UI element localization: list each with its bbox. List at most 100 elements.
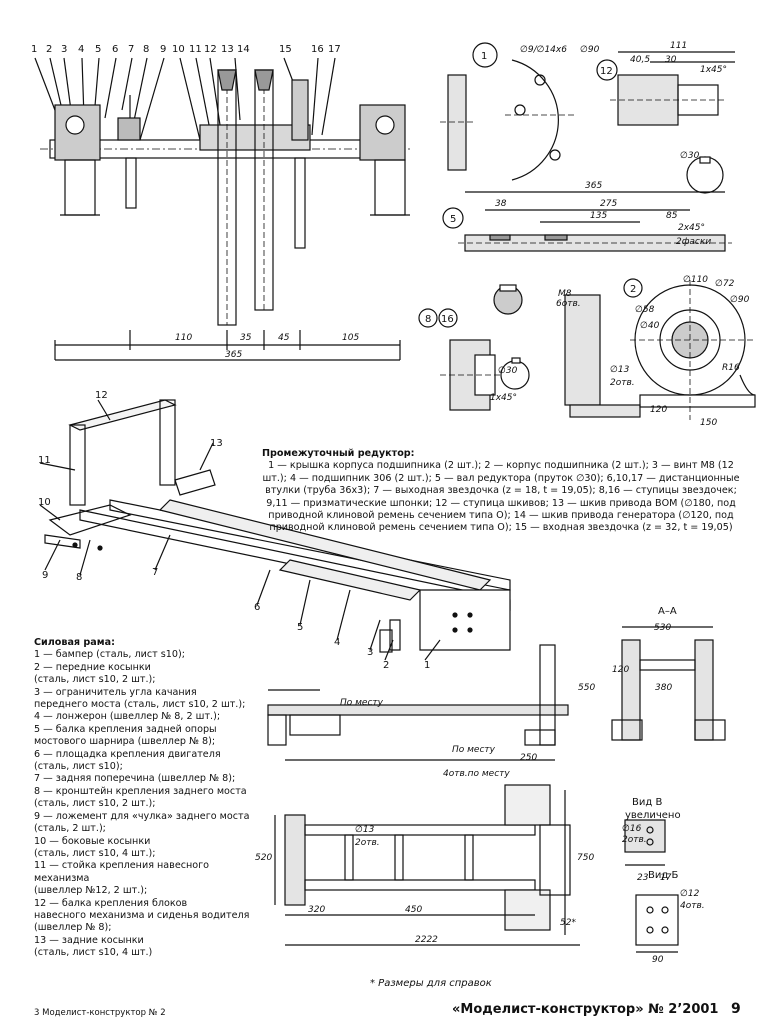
part-number: 2: [46, 44, 52, 55]
dim-value: М8: [558, 289, 572, 299]
frame-caption-line: 6 — площадка крепления двигателя: [34, 748, 221, 760]
dim-value: 120: [612, 665, 629, 675]
dim-value: 2отв.: [610, 378, 635, 388]
detail-circle-label: 16: [441, 314, 454, 325]
dim-value: ∅58: [635, 305, 655, 315]
frame-caption-line: (сталь, лист s10, 2 шт.);: [34, 674, 156, 686]
frame-caption-line: 3 — ограничитель угла качания: [34, 686, 197, 698]
dim-value: 17: [660, 873, 672, 883]
part-number: 5: [95, 44, 101, 55]
frame-part-number: 5: [297, 622, 303, 633]
dim-value: 90: [652, 955, 664, 965]
part-number: 1: [31, 44, 37, 55]
detail-circle-label: 12: [600, 66, 613, 77]
reducer-caption-text: 1 — крышка корпуса подшипника (2 шт.); 2…: [262, 460, 740, 534]
detail-5-shaft: [442, 191, 732, 315]
frame-caption-line: 13 — задние косынки: [34, 934, 144, 946]
frame-caption-line: (сталь, 2 шт.);: [34, 823, 106, 835]
dim-value: 320: [308, 905, 325, 915]
frame-caption-line: (сталь, лист s10, 4 шт.): [34, 947, 153, 959]
dim-value: 23: [637, 873, 649, 883]
part-number: 8: [143, 44, 149, 55]
part-number: 10: [172, 44, 185, 55]
detail-2-bearing-housing: [564, 278, 756, 420]
detail-circle-label: 8: [425, 314, 431, 325]
dim-value: 2222: [415, 935, 438, 945]
detail-8-16-sprocket-hub: [418, 308, 530, 411]
dim-value: 520: [255, 853, 272, 863]
dim-value: 2отв.: [622, 835, 647, 845]
reducer-caption-title: Промежуточный редуктор:: [262, 448, 415, 459]
frame-caption-line: 11 — стойка крепления навесного механизм…: [34, 860, 210, 884]
dim-value: ∅13: [610, 365, 630, 375]
part-number: 11: [189, 44, 202, 55]
dim-value: 110: [175, 333, 192, 343]
dim-value: 135: [590, 211, 607, 221]
section-a-label: А–А: [658, 606, 677, 617]
dim-value: ∅30: [680, 151, 700, 161]
frame-part-number: 3: [367, 647, 373, 658]
frame-part-number: 10: [38, 497, 51, 508]
page-number: 9: [731, 1001, 741, 1017]
dim-value: 4отв.: [680, 901, 705, 911]
dim-value: ∅30: [498, 366, 518, 376]
dim-value: R16: [722, 363, 740, 373]
dim-value: 550: [578, 683, 595, 693]
frame-part-number: 11: [38, 455, 51, 466]
reducer-caption: Промежуточный редуктор: 1 — крышка корпу…: [262, 448, 740, 535]
dim-value: 111: [670, 41, 687, 51]
frame-caption-line: переднего моста (сталь, лист s10, 2 шт.)…: [34, 699, 246, 711]
frame-part-number: 7: [152, 567, 158, 578]
part-number: 12: [204, 44, 217, 55]
detail-circle-label: 1: [481, 51, 487, 62]
frame-part-number: 8: [76, 572, 82, 583]
frame-caption-line: 7 — задняя поперечина (швеллер № 8);: [34, 773, 236, 785]
part-number: 14: [237, 44, 250, 55]
part-number: 13: [221, 44, 234, 55]
view-v: [624, 819, 666, 866]
dim-value: 105: [342, 333, 359, 343]
dim-value: 2фаски: [676, 237, 711, 247]
frame-caption-line: 8 — кронштейн крепления заднего моста: [34, 785, 247, 797]
dim-value: ∅110: [683, 275, 708, 285]
footer-page-ref: 3 Моделист-конструктор № 2: [34, 1008, 166, 1018]
dim-value: По месту: [452, 745, 496, 755]
frame-part-number: 1: [424, 660, 430, 671]
frame-plan-view: [274, 784, 580, 946]
dim-value: ∅72: [715, 279, 735, 289]
dim-value: 6отв.: [556, 299, 581, 309]
dim-value: 1x45°: [700, 65, 727, 75]
dim-value: 380: [655, 683, 672, 693]
dim-value: 365: [585, 181, 602, 191]
frame-caption-line: (сталь, лист s10, 4 шт.);: [34, 847, 156, 859]
dim-value: 450: [405, 905, 422, 915]
view-b-label: Вид Б: [648, 870, 678, 881]
frame-caption-line: 4 — лонжерон (швеллер № 8, 2 шт.);: [34, 711, 221, 723]
dim-value: 150: [700, 418, 717, 428]
frame-caption-line: 5 — балка крепления задней опоры: [34, 723, 217, 735]
dim-value: 750: [577, 853, 594, 863]
part-number: 4: [78, 44, 84, 55]
frame-caption-line: 1 — бампер (сталь, лист s10);: [34, 649, 185, 661]
frame-caption-line: мостового шарнира (швеллер № 8);: [34, 736, 216, 748]
dim-value: 1x45°: [490, 393, 517, 403]
frame-caption: Силовая рама: 1 — бампер (сталь, лист s1…: [34, 637, 259, 960]
view-b: [635, 894, 679, 953]
dim-value: 2отв.: [355, 838, 380, 848]
part-number: 17: [328, 44, 341, 55]
dim-value: ∅13: [355, 825, 375, 835]
frame-part-number: 13: [210, 438, 223, 449]
view-v-label: Вид В: [632, 797, 662, 808]
dim-value: 2x45°: [678, 223, 705, 233]
dim-value: 30: [665, 55, 677, 65]
frame-caption-line: 2 — передние косынки: [34, 661, 151, 673]
dim-value: ∅90: [730, 295, 750, 305]
dim-value: 4отв.по месту: [443, 769, 510, 779]
dim-value: 38: [495, 199, 507, 209]
frame-caption-title: Силовая рама:: [34, 637, 115, 648]
frame-caption-line: (сталь, лист s10);: [34, 761, 123, 773]
dim-value: 250: [520, 753, 537, 763]
dim-value: 85: [666, 211, 678, 221]
footer-magazine-title: «Моделист-конструктор» № 2’2001: [452, 1002, 719, 1017]
